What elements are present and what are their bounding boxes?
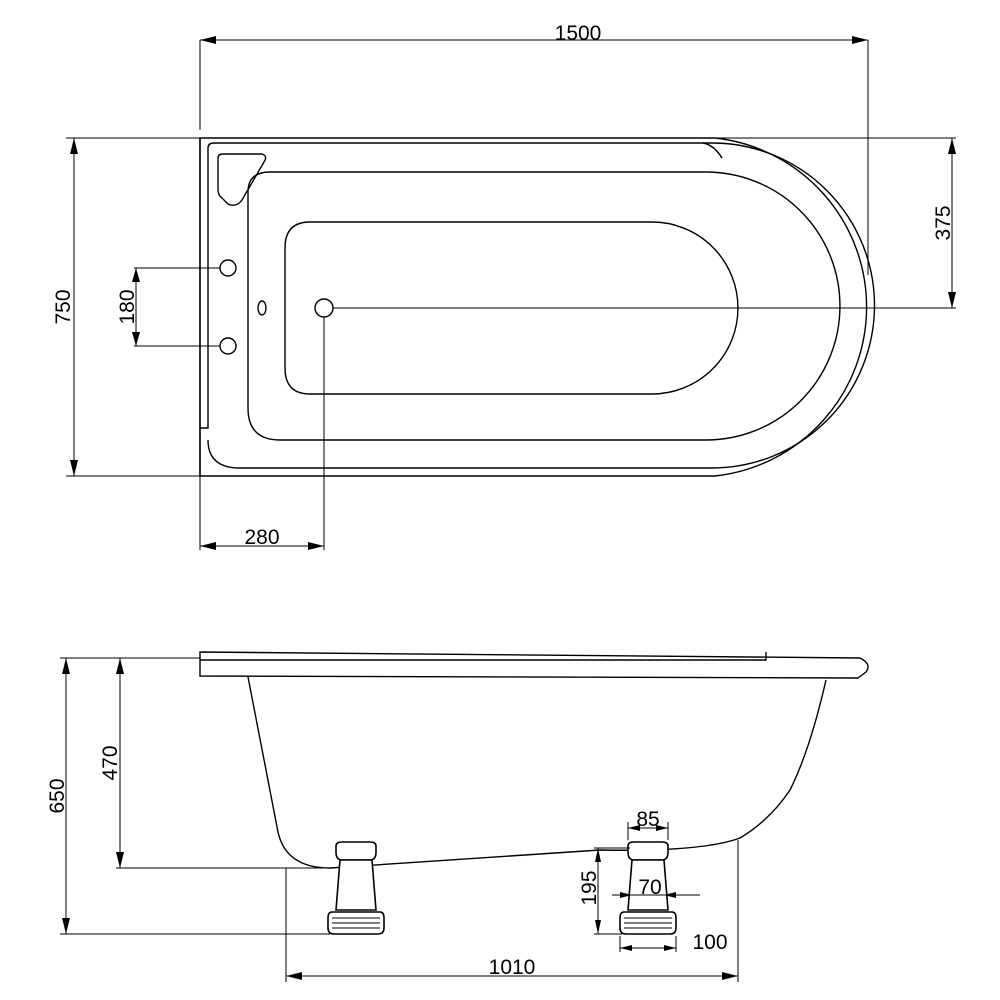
foot-left-neck bbox=[335, 859, 377, 911]
dim-750-arrow-bottom bbox=[70, 460, 78, 476]
plan-wall-panel bbox=[199, 138, 209, 476]
foot-left-cap bbox=[335, 841, 377, 861]
dim-750-arrow-top bbox=[70, 138, 78, 154]
side-elevation bbox=[199, 651, 869, 935]
dim-280-arrow-right bbox=[308, 542, 324, 550]
dim-100-arrow-right bbox=[664, 945, 676, 951]
foot-right bbox=[619, 841, 677, 935]
dim-100-label: 100 bbox=[692, 931, 727, 954]
dim-280-label: 280 bbox=[244, 526, 279, 549]
tap-hole-lower bbox=[219, 337, 237, 355]
dim-1010-label: 1010 bbox=[489, 956, 536, 979]
dim-70-arrow-right bbox=[664, 892, 676, 898]
dim-100-extension-lines bbox=[619, 936, 677, 952]
foot-right-neck bbox=[627, 859, 669, 911]
dim-1500-arrow-right bbox=[852, 36, 868, 44]
dim-1010-arrow-right bbox=[722, 972, 738, 980]
dim-650-extension-lines bbox=[60, 657, 330, 935]
dim-195-label: 195 bbox=[578, 870, 601, 905]
plan-corner-shelf bbox=[217, 153, 267, 207]
dim-85-arrow-right bbox=[656, 825, 668, 831]
plan-view bbox=[199, 137, 876, 477]
elevation-rim bbox=[199, 651, 869, 679]
dim-280-extension-lines bbox=[199, 317, 325, 550]
foot-left bbox=[327, 841, 385, 935]
dim-70-arrow-left bbox=[620, 892, 632, 898]
tap-hole-upper bbox=[219, 259, 237, 277]
dim-470-extension-lines bbox=[116, 657, 330, 869]
dim-195-arrow-bottom bbox=[595, 920, 601, 934]
dim-180-arrow-bottom bbox=[132, 332, 140, 346]
dim-1500-arrow-left bbox=[200, 36, 216, 44]
dim-375-arrow-bottom bbox=[948, 292, 956, 308]
plan-dimensions: 1500 750 180 375 280 bbox=[52, 22, 956, 550]
elevation-dimensions: 650 470 85 195 70 100 101 bbox=[46, 657, 739, 982]
elevation-rim-step bbox=[200, 652, 767, 661]
dim-470-arrow-top bbox=[116, 658, 124, 674]
dim-70-label: 70 bbox=[638, 876, 661, 899]
dim-650-label: 650 bbox=[46, 778, 69, 813]
dim-1010-arrow-left bbox=[286, 972, 302, 980]
dim-85-label: 85 bbox=[636, 808, 659, 831]
plan-outer-rim bbox=[199, 137, 868, 477]
plan-rim-notch bbox=[702, 142, 723, 159]
plan-bowl-bottom bbox=[284, 221, 739, 395]
dim-650-arrow-bottom bbox=[62, 918, 70, 934]
dim-470-label: 470 bbox=[99, 745, 122, 780]
plan-bowl-outline bbox=[247, 171, 841, 441]
foot-right-base-lines bbox=[624, 917, 672, 929]
dim-85-extension-lines bbox=[627, 822, 669, 840]
dim-375-extension-lines bbox=[333, 137, 956, 309]
dim-195-arrow-top bbox=[595, 848, 601, 862]
dim-375-arrow-top bbox=[948, 138, 956, 154]
dim-650-arrow-top bbox=[62, 658, 70, 674]
dim-470-arrow-bottom bbox=[116, 852, 124, 868]
dim-375-label: 375 bbox=[932, 205, 955, 240]
dim-180-arrow-top bbox=[132, 268, 140, 282]
dim-750-extension-lines bbox=[66, 137, 200, 477]
foot-right-cap bbox=[627, 841, 669, 861]
waste-outlet bbox=[314, 298, 334, 318]
dim-1500-label: 1500 bbox=[555, 22, 602, 45]
dim-180-label: 180 bbox=[116, 289, 139, 324]
dim-750-label: 750 bbox=[52, 289, 75, 324]
dim-195-extension-lines bbox=[594, 847, 630, 935]
plan-inner-rim bbox=[207, 142, 876, 469]
overflow-hole bbox=[257, 300, 267, 316]
elevation-bath-body bbox=[247, 676, 827, 869]
foot-left-base-lines bbox=[332, 917, 380, 929]
dim-1500-extension-lines bbox=[199, 40, 869, 275]
dim-180-extension-lines bbox=[134, 267, 220, 347]
dim-1010-extension-lines bbox=[285, 840, 739, 982]
dim-85-arrow-left bbox=[628, 825, 640, 831]
dim-280-arrow-left bbox=[200, 542, 216, 550]
dim-100-arrow-left bbox=[620, 945, 632, 951]
